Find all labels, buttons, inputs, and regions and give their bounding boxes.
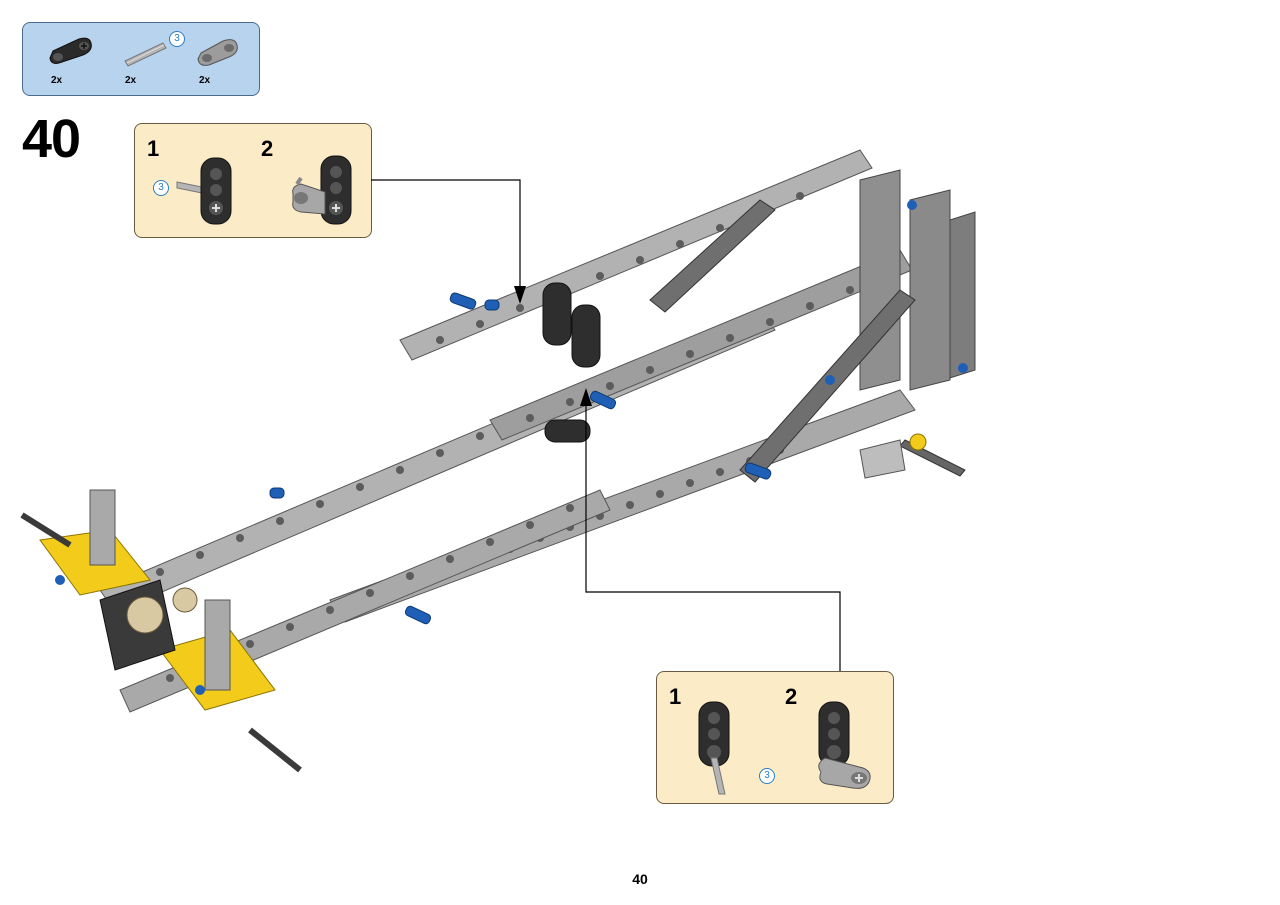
parts-list-item-2: 3 2x [119, 29, 185, 91]
grey-connector-attached-icon [292, 155, 352, 225]
grey-pin-connector-icon [197, 39, 238, 66]
beam-upper [399, 149, 873, 361]
parts-list: 2x 3 2x 2x [22, 22, 260, 96]
parts-list-qty-2: 2x [125, 75, 137, 86]
callout-bottom-substep-1: 1 [669, 684, 682, 709]
callout-top-substep-1: 1 [147, 136, 160, 161]
grey-connector-attached-icon [818, 701, 871, 789]
step-number: 40 [22, 109, 81, 169]
parts-list-item-1: 2x [45, 29, 109, 91]
callout-top-substep-2: 2 [261, 136, 274, 161]
black-axle-pin-connector-icon [49, 37, 92, 64]
new-black-connectors [542, 282, 601, 443]
rear-axle [859, 433, 966, 479]
arrow-down-icon [514, 286, 526, 304]
callout-connector-lines [371, 179, 841, 671]
grey-axle-length-3-icon [124, 42, 167, 67]
axle-length-badge: 3 [153, 180, 169, 196]
axle-with-connector-icon [176, 157, 232, 225]
callout-top: 1 2 3 [134, 123, 372, 238]
axle-length-badge: 3 [169, 31, 185, 47]
parts-list-item-3: 2x [193, 29, 257, 91]
parts-list-qty-3: 2x [199, 75, 211, 86]
callout-bottom-substep-2: 2 [785, 684, 798, 709]
axle-length-badge: 3 [759, 768, 775, 784]
rear-frame [649, 169, 976, 483]
blue-pins [269, 292, 772, 625]
arrow-up-icon [580, 388, 592, 406]
front-axle-assembly [20, 489, 302, 773]
page-number: 40 [632, 871, 648, 887]
parts-list-qty-1: 2x [51, 75, 63, 86]
callout-bottom: 1 2 3 [656, 671, 894, 804]
connector-with-axle-icon [698, 701, 730, 795]
